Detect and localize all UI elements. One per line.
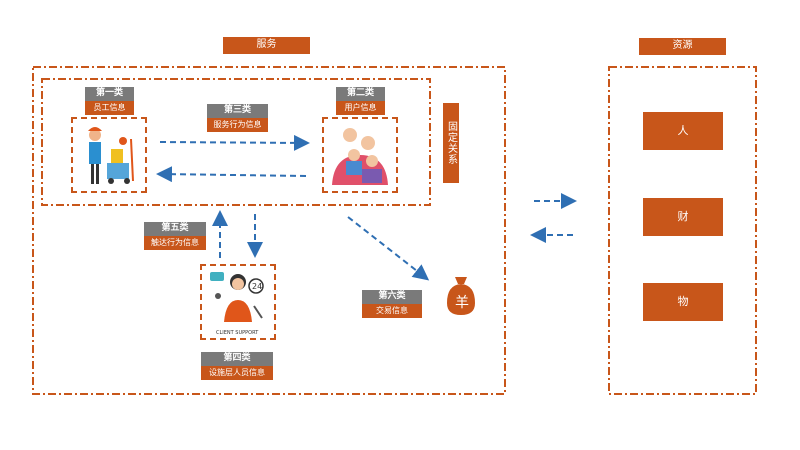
arrow-staff-to-user xyxy=(159,134,310,151)
category-3-sub: 服务行为信息 xyxy=(207,118,268,132)
resource-material: 物 xyxy=(643,283,723,321)
cleaning-staff-icon xyxy=(88,127,134,184)
user-image-box xyxy=(322,117,398,193)
category-4-head: 第四类 xyxy=(201,352,273,366)
support-caption: CLIENT SUPPORT xyxy=(216,330,259,336)
inner-frame xyxy=(41,78,431,206)
category-6-sub: 交易信息 xyxy=(362,304,422,318)
category-5-sub: 触达行为信息 xyxy=(144,236,206,250)
fixed-relation-text: 固定关系 xyxy=(445,121,457,165)
staff-image-box xyxy=(71,117,147,193)
resource-frame xyxy=(608,66,757,395)
category-2-head: 第二类 xyxy=(336,87,385,101)
fixed-relation-label: 固定关系 xyxy=(443,103,459,183)
resource-title: 资源 xyxy=(639,38,726,55)
category-2-sub: 用户信息 xyxy=(336,101,385,115)
family-icon xyxy=(332,128,388,185)
money-bag-icon: 羊 xyxy=(443,275,479,317)
category-6-head: 第六类 xyxy=(362,290,422,304)
arrow-user-to-staff xyxy=(156,166,307,183)
resource-finance: 财 xyxy=(643,198,723,236)
category-4-sub: 设施层人员信息 xyxy=(201,366,273,380)
category-3-head: 第三类 xyxy=(207,104,268,118)
badge-24: 24 xyxy=(252,282,262,291)
category-1-head: 第一类 xyxy=(85,87,134,101)
category-5-head: 第五类 xyxy=(144,222,206,236)
service-frame xyxy=(32,66,506,395)
client-support-icon: 24 CLIENT SUPPORT xyxy=(210,272,264,336)
resource-people: 人 xyxy=(643,112,723,150)
service-title: 服务 xyxy=(223,37,310,54)
arrow-to-transaction xyxy=(347,216,430,281)
money-symbol: 羊 xyxy=(455,295,469,311)
category-1-sub: 员工信息 xyxy=(85,101,134,115)
support-image-box: 24 CLIENT SUPPORT xyxy=(200,264,276,340)
